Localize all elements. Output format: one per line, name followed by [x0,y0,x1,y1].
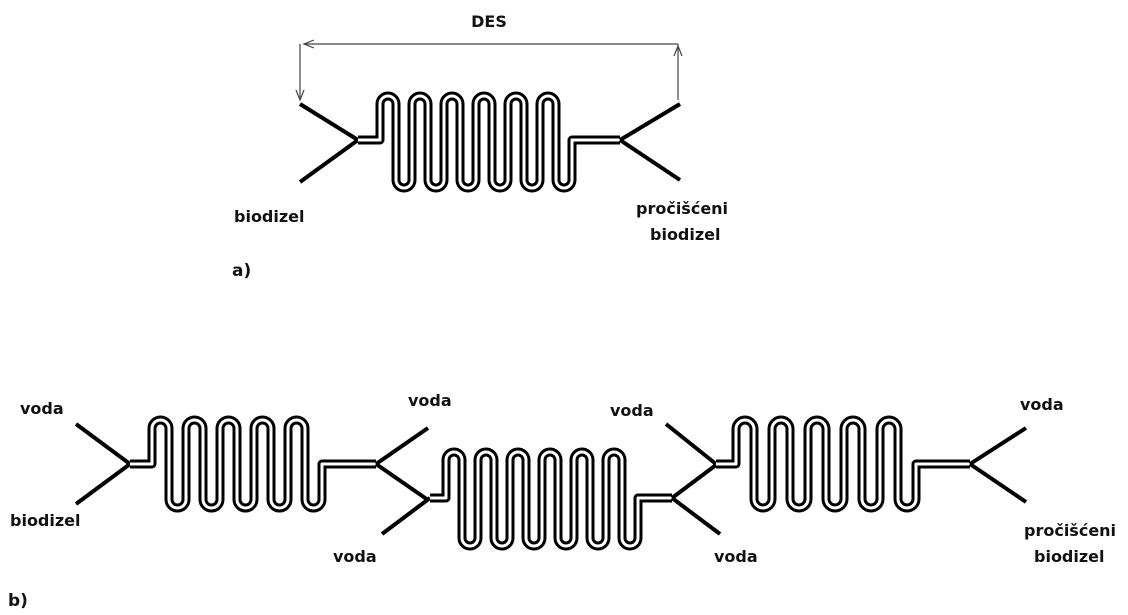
inlet-label-biodizel: biodizel [234,207,305,226]
serpentine-channel-a-inner [358,94,620,190]
des-dimension-arrow [295,39,683,102]
panel-a: DES biodizel pročišćeni biodizel a) [232,12,728,281]
stage2-inlet-bottom-label: voda [333,547,377,566]
panel-label-b: b) [8,591,28,611]
outlet-junction-a [618,102,682,182]
stage3-inlet-top-label: voda [610,401,654,420]
panel-label-a: a) [232,261,251,281]
stage3-outlet-label-line2: biodizel [1034,547,1105,566]
stage-1 [74,415,430,513]
outlet-label-line2: biodizel [650,225,721,244]
des-label: DES [471,12,507,31]
stage2-outlet-bottom-label: voda [714,547,758,566]
stage1-inlet-bottom-label: biodizel [10,511,81,530]
serpentine-channel-b2 [430,447,672,551]
stage1-inlet-top-label: voda [20,399,64,418]
stage3-outlet-label-line1: pročišćeni [1024,521,1116,540]
stage-2 [380,447,722,551]
serpentine-channel-b3-inner [716,418,970,510]
serpentine-channel-b1-inner [130,418,376,510]
serpentine-channel-b2-inner [430,450,672,548]
stage3-outlet-top-label: voda [1020,395,1064,414]
outlet-label-line1: pročišćeni [636,199,728,218]
stage1-outlet-top-label: voda [408,391,452,410]
inlet-junction-a [298,102,360,184]
stage-3 [664,415,1028,513]
panel-b: voda biodizel voda voda voda voda voda p… [8,391,1116,611]
